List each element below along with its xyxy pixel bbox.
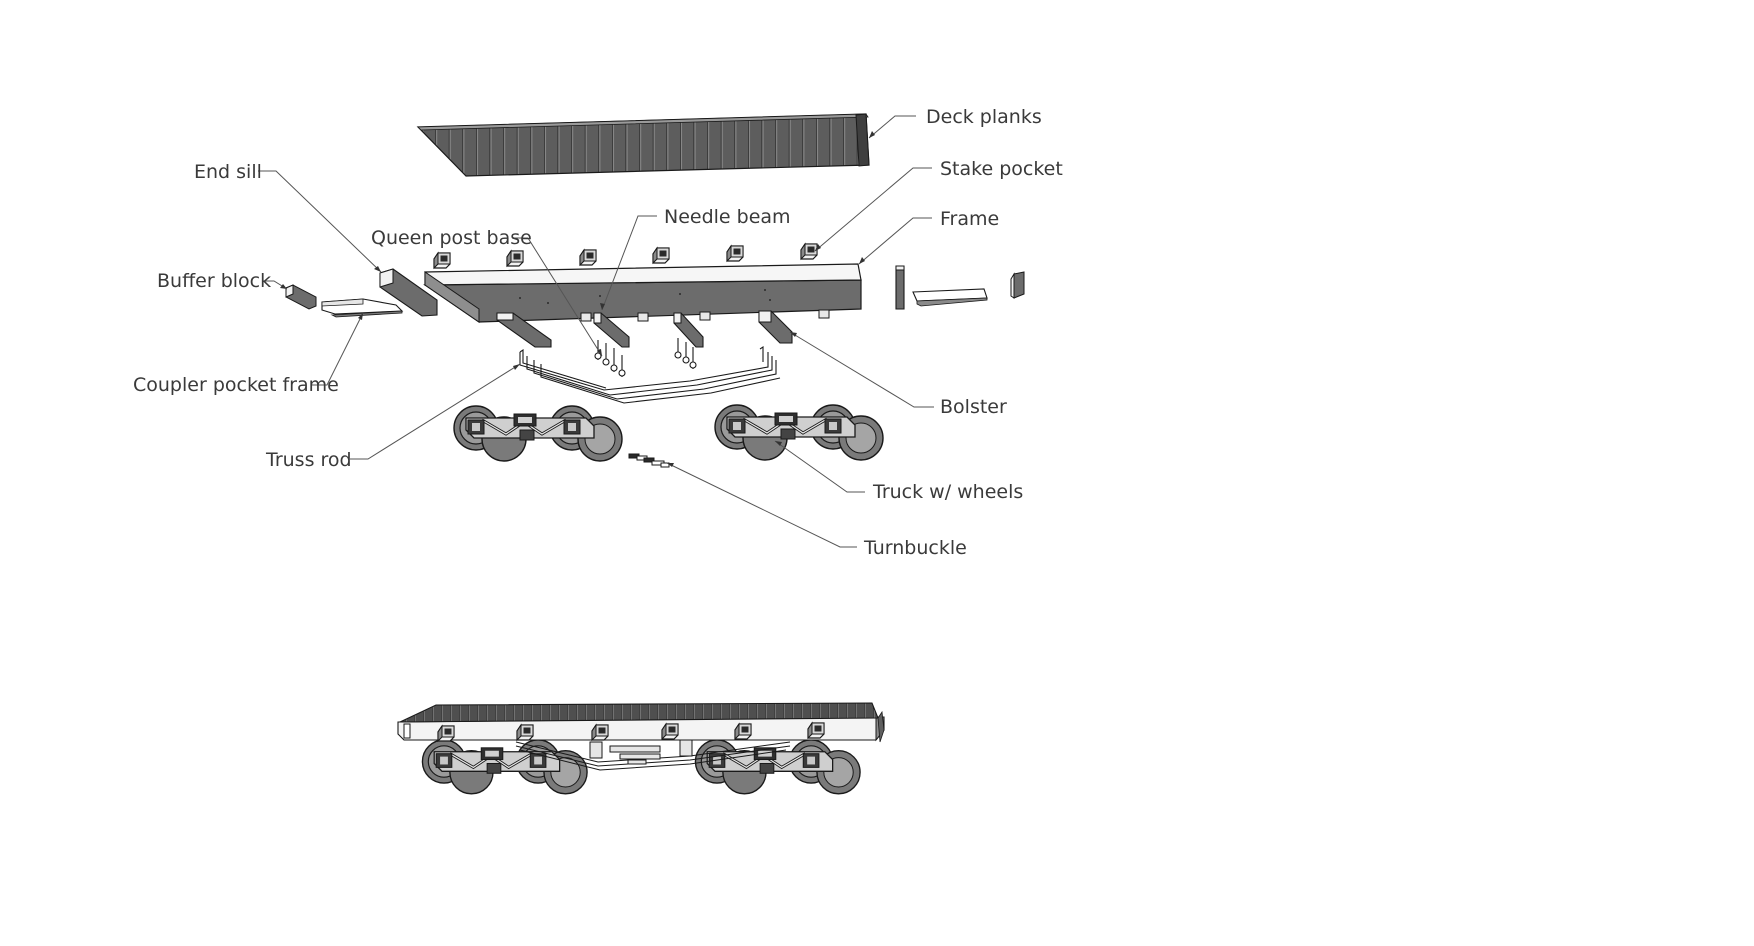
frame: [423, 263, 862, 323]
label-coupler-pocket-frame: Coupler pocket frame: [133, 374, 339, 396]
buffer-block: [285, 284, 317, 310]
label-buffer-block: Buffer block: [157, 270, 272, 292]
label-bolster: Bolster: [940, 396, 1007, 418]
queen-post-bases: [594, 338, 697, 377]
coupler-pocket-frame: [321, 298, 404, 318]
label-queen-post-base: Queen post base: [371, 227, 532, 249]
label-deck-planks: Deck planks: [926, 106, 1042, 128]
end-sill: [379, 268, 438, 317]
frame-underside-blocks: [580, 309, 830, 322]
deck-planks: [416, 113, 870, 177]
truck-left: [452, 404, 624, 463]
label-needle-beam: Needle beam: [664, 206, 791, 228]
assembled-flatcar: [397, 702, 885, 796]
label-frame: Frame: [940, 208, 1000, 230]
truck-right: [713, 403, 885, 462]
label-truck-w-wheels: Truck w/ wheels: [873, 481, 1024, 503]
turnbuckles: [628, 453, 670, 468]
label-stake-pocket: Stake pocket: [940, 158, 1063, 180]
end-sill-right: [895, 265, 905, 310]
buffer-block-right: [1010, 271, 1025, 299]
label-end-sill: End sill: [194, 161, 262, 183]
label-turnbuckle: Turnbuckle: [864, 537, 967, 559]
leader-lines: [258, 115, 934, 548]
leader-arrowheads: [280, 131, 875, 467]
coupler-pocket-frame-right: [912, 288, 988, 307]
truss-rods: [519, 345, 781, 404]
needle-beams: [496, 312, 704, 348]
bolster: [758, 310, 793, 344]
label-truss-rod: Truss rod: [266, 449, 352, 471]
